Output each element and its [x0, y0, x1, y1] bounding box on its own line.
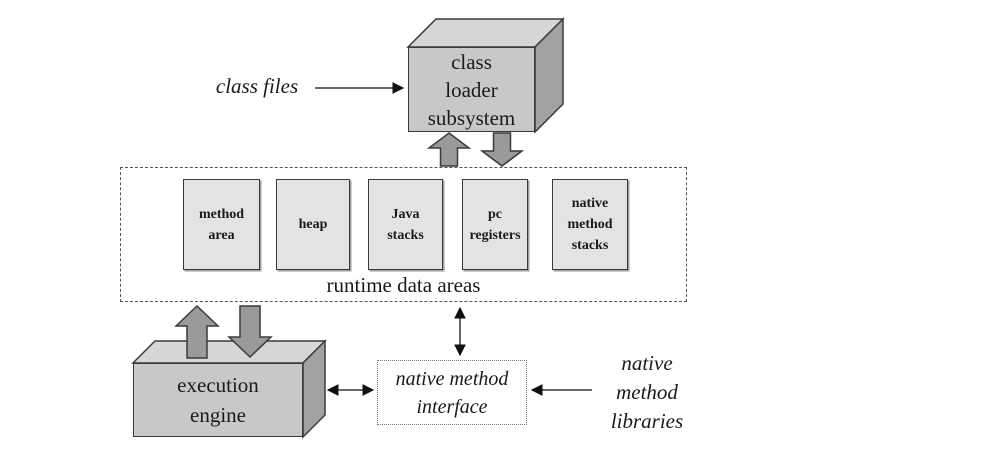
pc-registers-box: pc registers [462, 179, 528, 270]
native-method-interface-box: native method interface [377, 360, 527, 425]
native-method-stacks-box: native method stacks [552, 179, 628, 270]
runtime-data-areas-label: runtime data areas [326, 273, 481, 297]
class-files-label: class files [215, 74, 299, 98]
execution-engine-box-right-face [302, 339, 326, 439]
heap-box: heap [276, 179, 350, 270]
execution-engine-box-top-face [131, 340, 327, 364]
method-area-box: method area [183, 179, 260, 270]
native-method-libraries-label: native method libraries [610, 351, 684, 433]
class-loader-box-top-face [406, 18, 565, 48]
loader-up-block-arrow [426, 132, 472, 167]
class-loader-box-right-face [534, 17, 564, 134]
loader-down-block-arrow [479, 132, 525, 167]
engine-up-block-arrow [174, 304, 220, 359]
runtime-data-areas-container [120, 167, 687, 302]
engine-down-block-arrow [227, 305, 273, 359]
execution-engine-box: execution engine [133, 363, 303, 437]
class-loader-subsystem-box: class loader subsystem [408, 47, 535, 132]
java-stacks-box: Java stacks [368, 179, 443, 270]
